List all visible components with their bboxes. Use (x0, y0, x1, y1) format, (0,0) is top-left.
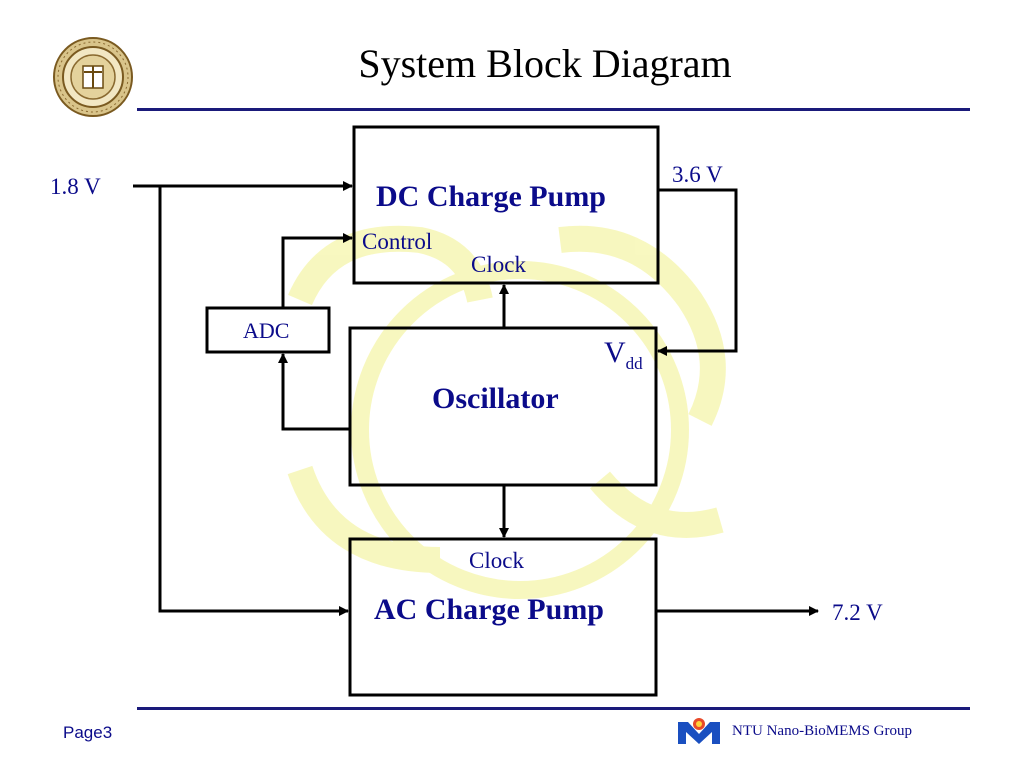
dc-clock-label: Clock (471, 252, 526, 277)
ac-charge-pump-label: AC Charge Pump (374, 593, 604, 626)
adc-to-control-wire (281, 233, 353, 308)
university-seal-icon (53, 37, 133, 117)
header-divider (137, 108, 970, 111)
ac-output-voltage-label: 7.2 V (832, 600, 883, 625)
adc-label: ADC (243, 318, 290, 343)
page-number: Page3 (63, 723, 113, 742)
adc-box (205, 306, 331, 354)
vdd-main: V (604, 336, 626, 369)
input-voltage-label: 1.8 V (50, 174, 101, 199)
oscillator-label: Oscillator (432, 382, 559, 415)
dc-charge-pump-box (352, 125, 660, 285)
page-title: System Block Diagram (358, 41, 732, 86)
vdd-label: Vdd (604, 336, 643, 374)
ac-charge-pump-box (348, 537, 658, 697)
footer-divider (137, 707, 970, 710)
oscillator-to-adc-wire (278, 353, 350, 431)
dc-charge-pump-label: DC Charge Pump (376, 180, 606, 213)
dc-output-voltage-label: 3.6 V (672, 162, 723, 187)
ac-clock-label: Clock (469, 548, 524, 573)
dc-control-label: Control (362, 229, 433, 254)
dc-output-to-vdd-wire (657, 188, 738, 356)
group-name: NTU Nano-BioMEMS Group (732, 723, 912, 739)
input-to-ac-wire (158, 186, 349, 616)
nano-biomems-logo-icon (678, 718, 720, 744)
vdd-subscript: dd (625, 354, 643, 373)
